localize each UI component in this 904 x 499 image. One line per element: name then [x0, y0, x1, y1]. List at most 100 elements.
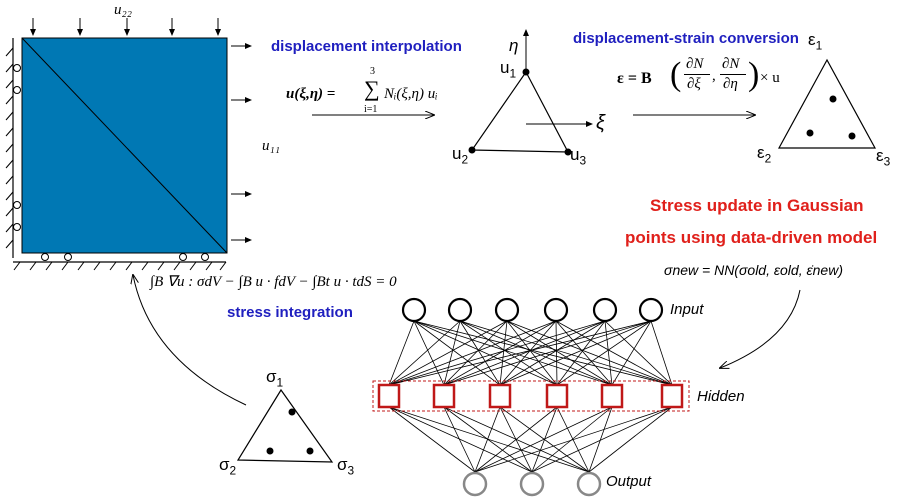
input-node	[401, 297, 427, 323]
nn-edge	[555, 320, 673, 386]
output-node	[576, 471, 602, 497]
update-arrow	[720, 289, 801, 368]
right-load-label: u₁₁	[262, 138, 280, 154]
nn-edge	[459, 320, 501, 386]
nn-edge	[474, 406, 558, 473]
nn-edge	[413, 320, 445, 386]
nn-edge	[474, 406, 613, 473]
hidden-node	[660, 383, 684, 409]
node-1	[522, 68, 530, 76]
fe-domain	[5, 18, 252, 271]
nn-edge	[650, 320, 673, 386]
nn-equation: σnew = NN(σold, εold, ε̇new)	[664, 262, 843, 278]
output-node	[462, 471, 488, 497]
xi-label: ξ	[596, 112, 605, 134]
paren-left: (	[670, 56, 682, 93]
integ-title: stress integration	[227, 304, 353, 321]
nn-edge	[388, 320, 461, 386]
nn-edge	[443, 320, 461, 386]
interp-rhs: Nᵢ(ξ,η) uᵢ	[384, 86, 438, 102]
e3-label: ε3	[876, 146, 891, 169]
nn-edge	[474, 406, 501, 473]
nn-edge	[611, 320, 652, 386]
nn-edge	[556, 320, 606, 386]
nn-edge	[388, 320, 508, 386]
conv-tail: × u	[760, 70, 780, 86]
right-load-arrows	[231, 43, 252, 243]
sum-symbol: ∑	[364, 76, 380, 101]
hidden-node	[600, 383, 624, 409]
integration-arrow	[133, 275, 247, 406]
s2-label: σ2	[219, 455, 237, 478]
nn-edge	[443, 406, 533, 473]
nn-edge	[388, 320, 606, 386]
nn-edge	[388, 406, 533, 473]
nn-edge	[388, 320, 415, 386]
nn-edge	[555, 320, 613, 386]
conv-title: displacement-strain conversion	[573, 30, 799, 47]
nn-edge	[388, 406, 476, 473]
nn-nodes	[377, 297, 684, 497]
input-node	[447, 297, 473, 323]
nn-edge	[556, 320, 652, 386]
nn-edge	[499, 320, 652, 386]
nn-edge	[443, 320, 652, 386]
u1-label: u1	[500, 58, 517, 81]
nn-edge	[459, 320, 558, 386]
nn-edge	[443, 320, 606, 386]
nn-edge	[531, 406, 558, 473]
input-node	[494, 297, 520, 323]
e2-label: ε2	[757, 143, 772, 166]
interp-equation: u(ξ,η) =	[286, 86, 336, 102]
nn-edge	[443, 320, 557, 386]
left-rollers	[13, 64, 21, 231]
hidden-layer-label: Hidden	[697, 388, 745, 405]
strain-triangle	[777, 58, 877, 149]
reference-triangle	[468, 29, 593, 156]
gauss-point	[306, 447, 314, 455]
gauss-point	[266, 447, 274, 455]
bottom-hatch	[13, 261, 227, 271]
input-layer-label: Input	[670, 301, 704, 318]
s3-label: σ3	[337, 455, 355, 478]
nn-edge	[531, 406, 673, 473]
node-2	[468, 146, 476, 154]
sum-lower: i=1	[364, 104, 378, 115]
nn-edge	[388, 406, 590, 473]
input-node	[543, 297, 569, 323]
nn-edge	[499, 320, 557, 386]
nn-edge	[531, 406, 613, 473]
interp-title: displacement interpolation	[271, 38, 462, 55]
e1-label: ε1	[808, 30, 823, 53]
output-layer-label: Output	[606, 473, 652, 490]
mesh-diagonal	[21, 37, 228, 254]
left-hatch	[5, 47, 14, 249]
nn-edge	[388, 320, 652, 386]
stress-triangle	[236, 388, 334, 463]
nn-edge	[413, 320, 501, 386]
nn-edge	[499, 320, 508, 386]
paren-right: )	[748, 56, 760, 93]
output-node	[519, 471, 545, 497]
hidden-node	[432, 383, 456, 409]
nn-edge	[588, 406, 673, 473]
frac-bar	[720, 74, 746, 75]
input-node	[592, 297, 618, 323]
gauss-point	[829, 95, 837, 103]
u3-label: u3	[570, 145, 587, 168]
nn-edge	[413, 320, 558, 386]
conv-num2: ∂N	[722, 56, 740, 72]
gauss-point	[806, 129, 814, 137]
nn-edge	[474, 406, 673, 473]
sum-upper: 3	[370, 66, 375, 77]
gauss-point	[288, 408, 296, 416]
conv-den2: ∂η	[723, 76, 738, 92]
hidden-node	[377, 383, 401, 409]
comma: ,	[712, 68, 716, 84]
hidden-node	[545, 383, 569, 409]
nn-connections	[388, 320, 673, 473]
s1-label: σ1	[266, 367, 284, 390]
conv-equation: ε = B	[617, 70, 652, 87]
eta-label: η	[509, 36, 519, 55]
